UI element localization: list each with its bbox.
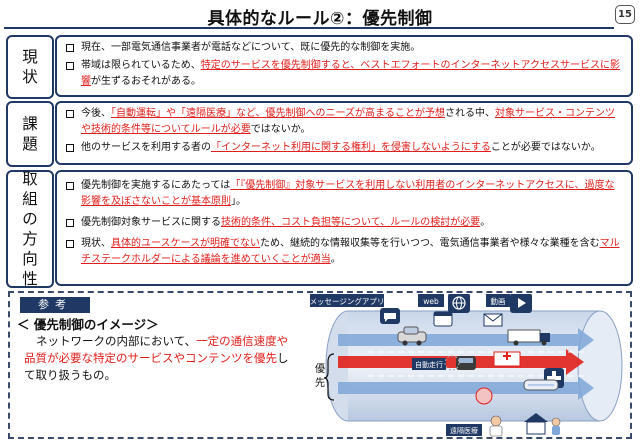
bullet-text: 優先制御対象サービスに関する [81,217,221,228]
current-bullet-1: 現在、一部電気通信事業者が電話などについて、既に優先的な制御を実施。 [65,40,623,56]
calendar-icon [433,311,453,327]
messaging-label: メッセージングアプリ [310,296,385,306]
bullet-text: 他のサービスを利用する者の [81,142,211,153]
truck-icon [507,329,550,346]
page-number: 15 [615,5,635,24]
emphasis-text: 「『優先制御』対象サービスを利用しない利用者のインターネットアクセスに、過度な影… [81,180,615,207]
reference-emphasis: 一定の通信速度や品質が必要な特定のサービスやコンテンツを優先 [24,334,289,365]
direction-bullet-1: 優先制御を実施するにあたっては「『優先制御』対象サービスを利用しない利用者のイン… [65,178,623,210]
bullet-text: 現在、一部電気通信事業者が電話などについて、既に優先的な制御を実施。 [81,42,421,53]
telemedicine-tag [446,424,482,436]
title-underline [4,27,614,29]
bullet-text: ではないか。 [250,124,311,135]
bullet-text: 優先制御を実施するにあたっては [81,180,231,191]
bullet-text: 今後、 [81,108,111,119]
emphasis-text: 技術的条件、コスト負担等について、ルールの検討が必要 [221,217,481,228]
issues-bullet-2: 他のサービスを利用する者の「インターネット利用に関する権利」を侵害しないようにす… [65,140,623,156]
bullet-text: ことが必要ではないか。 [490,142,601,153]
web-label: web [423,297,439,306]
emphasis-text: 対象サービス・コンテンツや技術的条件等についてルールが必要 [81,108,615,135]
section-label-direction: 取 組 の 方 向 性 [6,170,54,288]
section-label-current: 現 状 [6,35,54,99]
reference-box [8,291,632,439]
priority-label-char-2: 先 [315,377,325,389]
reference-text: ネットワークの内部において、一定の通信速度や品質が必要な特定のサービスやコンテン… [24,333,292,384]
reference-text-part: して取り扱うもの。 [24,351,289,382]
bullet-text: 。 [330,254,341,265]
label-char: 状 [22,68,38,86]
emphasis-text: マルチステークホルダーによる議論を進めていくことが適当 [81,238,620,265]
autonomous-tag [412,358,446,370]
video-tag [486,294,510,307]
bullet-text: 。 [480,217,491,228]
emphasis-text: 具体的ユースケースが明確でない [111,238,260,249]
reference-tag: 参考 [20,297,90,313]
label-char: 組 [22,190,38,208]
reference-heading: ＜ 優先制御のイメージ＞ [17,317,159,332]
messaging-icon [380,308,400,324]
video-label: 動画 [491,297,506,306]
label-char: の [22,210,38,228]
telemedicine-label: 遠隔医療 [450,426,478,435]
video-icon [510,294,532,313]
mail-icon [483,313,503,327]
person-icon [551,417,561,435]
issues-bullet-1: 今後、「自動運転」や「遠隔医療」など、優先制御へのニーズが高まることが予想される… [65,106,623,138]
brain-icon [475,387,493,405]
label-char: 取 [22,170,38,188]
reference-text-part: ネットワークの内部において、 [36,334,197,348]
doctor-icon [489,415,503,437]
priority-control-illustration: 優 先 メッセージングアプリ web 動画 自動走行 遠隔医療 [310,294,623,437]
car-icon [397,326,427,346]
autonomous-label: 自動走行 [415,360,443,369]
bullet-text: 」。 [231,196,246,207]
direction-bullet-2: 優先制御対象サービスに関する技術的条件、コスト負担等について、ルールの検討が必要… [65,215,623,231]
ambulance-icon [493,351,521,367]
label-char: 題 [22,135,38,153]
autonomous-car-icon [444,355,476,371]
messaging-tag [310,294,384,307]
section-label-issues: 課 題 [6,101,54,167]
emphasis-text: 「自動運転」や「遠隔医療」など、優先制御へのニーズが高まることが予想 [111,108,445,119]
direction-bullet-3: 現状、具体的ユースケースが明確でないため、継続的な情報収集等を行いつつ、電気通信… [65,236,623,268]
house-icon [524,413,548,435]
section-issues: 今後、「自動運転」や「遠隔医療」など、優先制御へのニーズが高まることが予想される… [55,101,633,165]
label-char: 現 [22,48,38,66]
bullet-text: が生ずるおそれがある。 [91,76,201,87]
emphasis-text: 特定のサービスを優先制御すると、ベストエフォートのインターネットアクセスサービス… [81,60,621,87]
bullet-text: される中、 [445,108,495,119]
bullet-text: 帯域は限られているため、 [81,60,201,71]
priority-bracket [323,353,335,401]
section-direction: 優先制御を実施するにあたっては「『優先制御』対象サービスを利用しない利用者のイン… [55,170,633,286]
section-current: 現在、一部電気通信事業者が電話などについて、既に優先的な制御を実施。 帯域は限ら… [55,35,633,97]
label-char: 課 [22,115,38,133]
priority-label-char-1: 優 [315,362,325,375]
bullet-text: ため、継続的な情報収集等を行いつつ、電気通信事業者や様々な業種を含む [260,238,600,249]
web-tag [418,294,444,307]
emphasis-text: 「インターネット利用に関する権利」を侵害しないようにする [211,142,491,153]
current-bullet-2: 帯域は限られているため、特定のサービスを優先制御すると、ベストエフォートのインタ… [65,58,623,90]
bullet-text: 現状、 [81,238,111,249]
label-char: 方 [22,230,38,248]
page-title: 具体的なルール②：優先制御 [207,9,433,29]
web-icon [448,294,470,313]
train-icon [523,379,559,391]
label-char: 向 [22,250,38,268]
label-char: 性 [22,270,38,288]
